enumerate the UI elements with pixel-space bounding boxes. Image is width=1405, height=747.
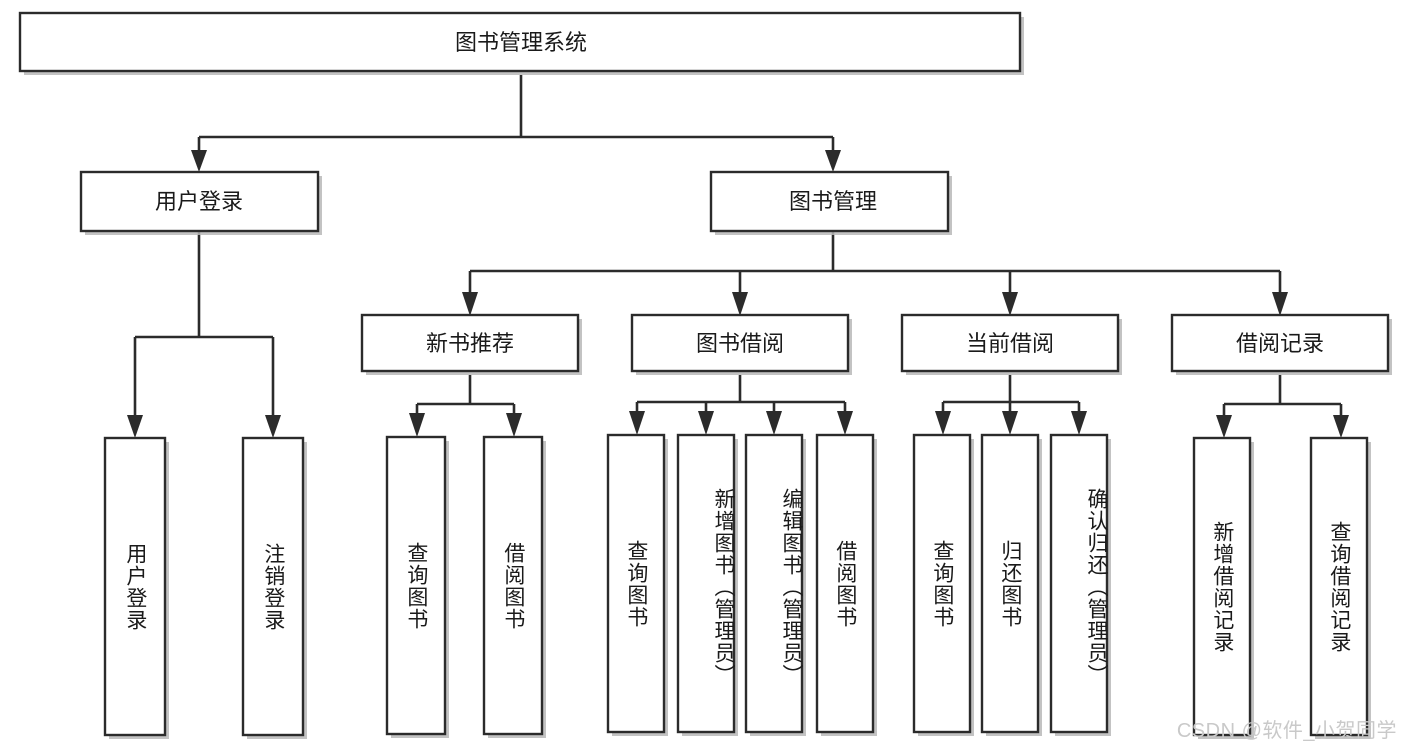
node-current-borrow-box[interactable] <box>900 313 1120 373</box>
arrow-to-book-borrow <box>732 292 748 316</box>
leaf-user-login-box[interactable] <box>103 436 167 737</box>
leaf-query-record-box[interactable] <box>1309 436 1369 737</box>
node-user-login-box[interactable] <box>79 170 320 233</box>
leaf-query-book-1-box[interactable] <box>385 435 447 736</box>
leaf-add-record-box[interactable] <box>1192 436 1252 737</box>
leaf-add-book-box[interactable] <box>676 433 736 734</box>
node-layer: 图书管理系统 用户登录 图书管理 新书推荐 图书借阅 当前借阅 借阅记录 <box>18 11 1392 739</box>
leaf-query-book-2-box[interactable] <box>606 433 666 734</box>
arrow-to-leaf-query-record <box>1333 415 1349 438</box>
arrow-to-leaf-return-book <box>1002 411 1018 435</box>
root-node-box[interactable] <box>18 11 1022 73</box>
arrow-to-borrow-records <box>1272 292 1288 316</box>
node-book-management-label: 图书管理 <box>789 189 877 214</box>
leaf-borrow-book-2-box[interactable] <box>815 433 875 734</box>
arrow-to-leaf-user-login <box>127 415 143 438</box>
arrow-to-leaf-borrow-book-1 <box>506 413 522 437</box>
arrow-to-book-mgmt <box>825 150 841 172</box>
arrow-to-current-borrow <box>1002 292 1018 316</box>
arrow-to-leaf-add-book <box>698 411 714 435</box>
arrow-to-leaf-borrow-book-2 <box>837 411 853 435</box>
node-book-borrow-label: 图书借阅 <box>696 331 784 356</box>
arrow-to-leaf-query-book-2 <box>629 411 645 435</box>
arrow-to-leaf-query-book-1 <box>409 413 425 437</box>
arrow-to-leaf-confirm-return <box>1071 411 1087 435</box>
leaf-confirm-return-box[interactable] <box>1049 433 1109 734</box>
node-current-borrow-label: 当前借阅 <box>966 331 1054 356</box>
arrow-to-leaf-edit-book <box>766 411 782 435</box>
node-book-management-box[interactable] <box>709 170 950 233</box>
arrow-to-leaf-query-book-3 <box>935 411 951 435</box>
node-borrow-records-label: 借阅记录 <box>1236 331 1324 356</box>
arrow-to-user-login <box>191 150 207 172</box>
leaf-logout-box[interactable] <box>241 436 305 737</box>
connector-layer <box>127 75 1349 438</box>
arrow-to-leaf-logout <box>265 415 281 438</box>
leaf-edit-book-box[interactable] <box>744 433 804 734</box>
node-borrow-records-box[interactable] <box>1170 313 1390 373</box>
arrow-to-new-book-recommend <box>462 292 478 316</box>
leaf-borrow-book-1-box[interactable] <box>482 435 544 736</box>
node-book-borrow-box[interactable] <box>630 313 850 373</box>
csdn-watermark: CSDN @软件_小贺同学 <box>1176 720 1397 742</box>
leaf-return-book-box[interactable] <box>980 433 1040 734</box>
arrow-to-leaf-add-record <box>1216 415 1232 438</box>
leaf-query-book-3-box[interactable] <box>912 433 972 734</box>
node-user-login-label: 用户登录 <box>155 189 243 214</box>
node-new-book-recommend-label: 新书推荐 <box>426 331 514 356</box>
root-node-label: 图书管理系统 <box>455 30 587 55</box>
node-new-book-recommend-box[interactable] <box>360 313 580 373</box>
